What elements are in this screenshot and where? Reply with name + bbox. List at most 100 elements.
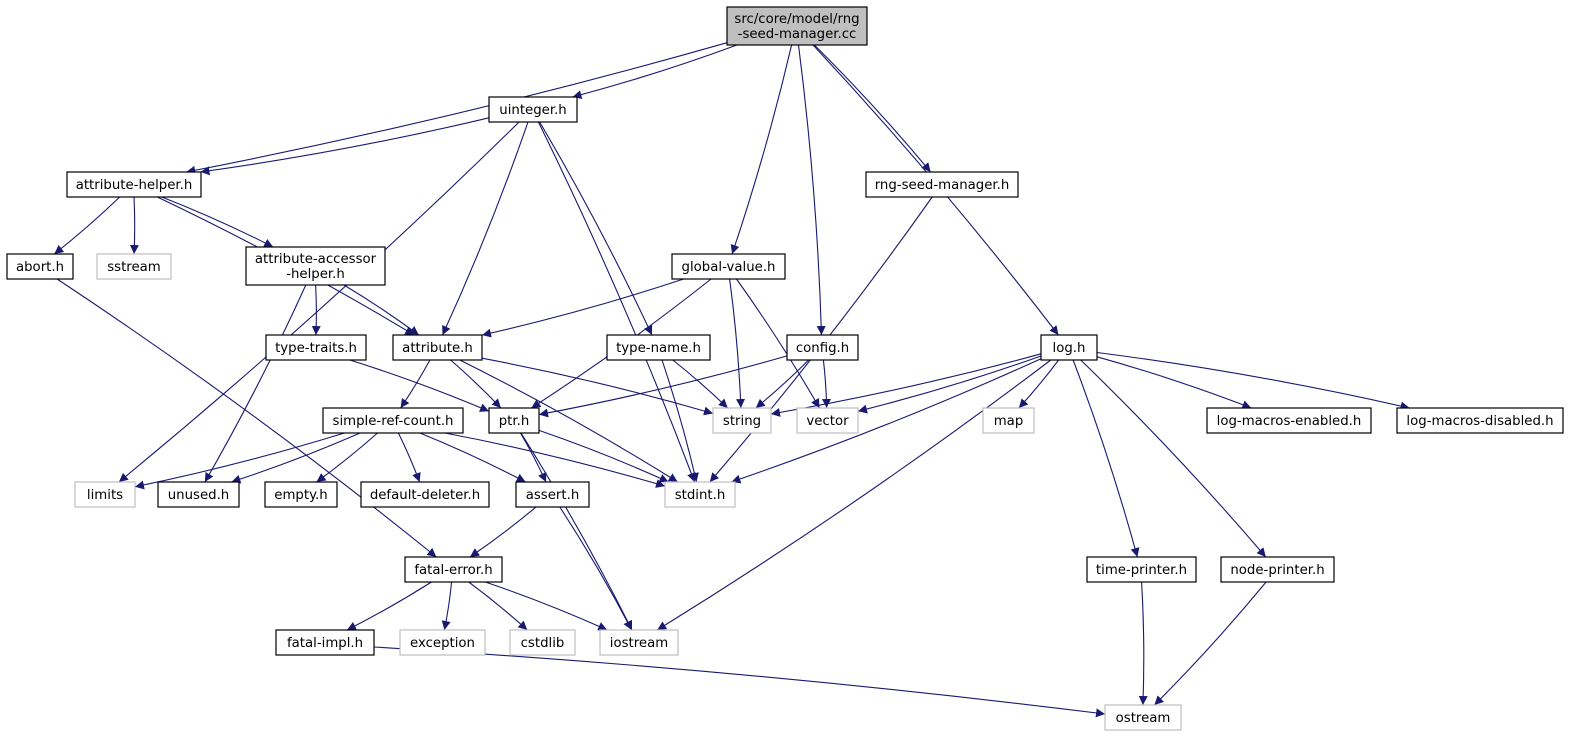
node-label: empty.h: [274, 488, 327, 503]
edge-assert-to-iostream: [559, 506, 633, 631]
file-nodes: src/core/model/rng-seed-manager.cc uinteg…: [6, 6, 1564, 731]
node-empty[interactable]: empty.h: [264, 481, 338, 508]
node-box: [245, 246, 386, 286]
node-fatal-impl[interactable]: fatal-impl.h: [275, 629, 375, 656]
node-fatal-error[interactable]: fatal-error.h: [404, 556, 503, 583]
node-vector: vector: [796, 407, 859, 434]
edge-simple_ref-to-assert: [419, 432, 526, 483]
node-box: [488, 96, 578, 123]
edge-simple_ref-to-default_deleter: [397, 432, 421, 483]
edge-root-to-config: [797, 44, 826, 336]
edge-root-to-uinteger: [572, 44, 738, 100]
node-default-deleter[interactable]: default-deleter.h: [360, 481, 490, 508]
node-simple-ref[interactable]: simple-ref-count.h: [322, 407, 464, 434]
edge-fatal_error-to-fatal_impl: [346, 581, 432, 631]
node-label: assert.h: [526, 488, 580, 503]
edge-log-to-node_printer: [1080, 359, 1267, 558]
node-ptr[interactable]: ptr.h: [488, 407, 540, 434]
node-box: [515, 481, 590, 508]
node-label: node-printer.h: [1230, 563, 1324, 578]
node-label: simple-ref-count.h: [333, 414, 454, 429]
node-box: [1206, 407, 1372, 434]
edge-simple_ref-to-unused: [231, 432, 361, 484]
edge-log-to-map: [1018, 359, 1060, 409]
node-box: [399, 629, 486, 656]
node-label: fatal-impl.h: [287, 636, 363, 651]
node-box: [360, 481, 490, 508]
edge-uinteger-to-attr_helper: [200, 117, 490, 176]
edge-log-to-string: [770, 353, 1042, 417]
node-box: [1220, 556, 1335, 583]
node-node-printer[interactable]: node-printer.h: [1220, 556, 1335, 583]
node-label: log.h: [1053, 341, 1086, 356]
node-box: [1040, 334, 1098, 361]
node-type-name[interactable]: type-name.h: [606, 334, 711, 361]
node-label: unused.h: [168, 488, 230, 503]
node-type-traits[interactable]: type-traits.h: [265, 334, 367, 361]
node-limits: limits: [74, 481, 136, 508]
edge-uinteger-to-stdint: [537, 121, 696, 483]
node-log-macros-en[interactable]: log-macros-enabled.h: [1206, 407, 1372, 434]
node-time-printer[interactable]: time-printer.h: [1086, 556, 1197, 583]
edge-log-to-log_macros_dis: [1096, 351, 1410, 411]
node-box: [1104, 704, 1182, 731]
node-box: [982, 407, 1035, 434]
edge-simple_ref-to-limits: [134, 432, 345, 490]
node-label: log-macros-disabled.h: [1406, 414, 1553, 429]
node-label: time-printer.h: [1096, 563, 1187, 578]
node-root[interactable]: src/core/model/rng-seed-manager.cc: [726, 6, 868, 46]
edge-fatal_error-to-cstdlib: [468, 581, 528, 631]
node-attr-helper[interactable]: attribute-helper.h: [66, 171, 202, 198]
edge-root-to-global_value: [730, 44, 793, 255]
node-box: [606, 334, 711, 361]
edge-attr_accessor-to-unused: [204, 284, 307, 483]
node-map: map: [982, 407, 1035, 434]
node-box: [726, 6, 868, 46]
node-cstdlib: cstdlib: [509, 629, 576, 656]
node-uinteger[interactable]: uinteger.h: [488, 96, 578, 123]
edge-attribute-to-simple_ref: [400, 359, 431, 409]
node-box: [265, 334, 367, 361]
node-label: uinteger.h: [499, 103, 566, 118]
edge-type_name-to-stdint: [661, 359, 699, 483]
edge-node_printer-to-ostream: [1154, 581, 1267, 706]
node-box: [264, 481, 338, 508]
node-iostream: iostream: [599, 629, 679, 656]
node-label: type-name.h: [616, 341, 701, 356]
node-box: [786, 334, 859, 361]
node-assert[interactable]: assert.h: [515, 481, 590, 508]
edge-config-to-string: [755, 359, 810, 409]
edge-fatal_error-to-iostream: [485, 581, 608, 631]
node-label: attribute-helper.h: [76, 178, 193, 193]
edge-attr_accessor-to-type_traits: [311, 284, 321, 336]
edge-ptr-to-iostream: [520, 432, 633, 631]
node-config[interactable]: config.h: [786, 334, 859, 361]
node-box: [509, 629, 576, 656]
node-box: [664, 481, 736, 508]
edge-log-to-stdint: [731, 358, 1042, 484]
node-abort[interactable]: abort.h: [6, 253, 74, 280]
edge-root-to-attr_helper: [186, 42, 728, 175]
node-stdint: stdint.h: [664, 481, 736, 508]
edge-time_printer-to-ostream: [1138, 581, 1148, 706]
node-log[interactable]: log.h: [1040, 334, 1098, 361]
edge-global_value-to-attribute: [481, 278, 684, 338]
node-global-value[interactable]: global-value.h: [671, 253, 786, 280]
node-log-macros-dis[interactable]: log-macros-disabled.h: [1396, 407, 1564, 434]
node-label: rng-seed-manager.h: [875, 178, 1010, 193]
node-label: fatal-error.h: [414, 563, 492, 578]
node-box: [796, 407, 859, 434]
edge-config-to-ptr: [538, 355, 788, 418]
node-attr-accessor[interactable]: attribute-accessor-helper.h: [245, 246, 386, 286]
edge-attr_helper-to-sstream: [129, 196, 139, 255]
node-label: config.h: [796, 341, 849, 356]
dependency-edges: [53, 42, 1410, 718]
node-rng-seed-h[interactable]: rng-seed-manager.h: [865, 171, 1019, 198]
edge-assert-to-fatal_error: [469, 506, 537, 558]
node-attribute[interactable]: attribute.h: [392, 334, 483, 361]
node-unused[interactable]: unused.h: [157, 481, 240, 508]
node-box: [1086, 556, 1197, 583]
node-exception: exception: [399, 629, 486, 656]
edge-log-to-time_printer: [1072, 359, 1140, 558]
